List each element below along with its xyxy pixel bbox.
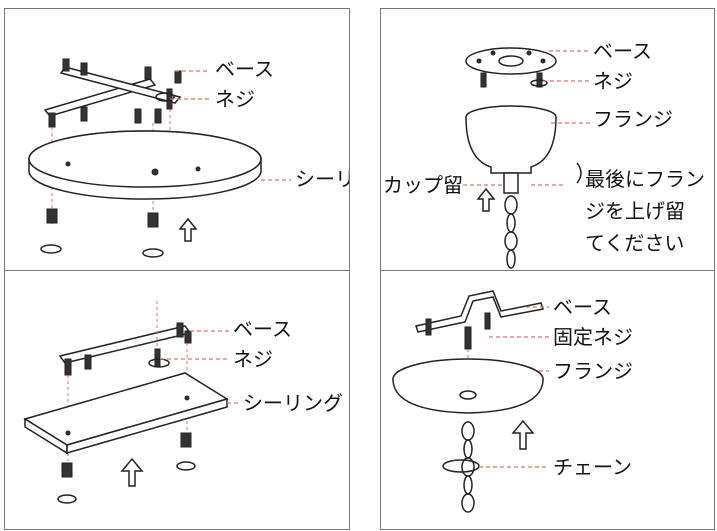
round-ceiling-diagram [28, 58, 291, 258]
flange-label: フランジ [553, 359, 633, 383]
panel-bar-base-rect-ceiling: ベース ネジ シーリング [4, 270, 350, 530]
note-line-2: ジを上げ留 [585, 199, 685, 223]
base-label: ベース [215, 57, 274, 81]
chain-label: チェーン [553, 455, 632, 479]
panel-cross-base-round-ceiling: ベース ネジ シーリング [4, 8, 350, 272]
cup-label: カップ留 [383, 173, 463, 197]
screw-label: ネジ [215, 87, 255, 111]
base-label: ベース [593, 39, 652, 63]
note-line-1: 最後にフラン [585, 167, 705, 191]
hook-flange-diagram [463, 47, 591, 269]
rect-ceiling-diagram [23, 301, 240, 504]
strap-flange-diagram [392, 290, 549, 513]
flange-label: フランジ [593, 107, 673, 131]
screw-label: ネジ [593, 69, 633, 93]
ceiling-label: シーリング [295, 167, 349, 191]
base-label: ベース [553, 295, 612, 319]
ceiling-label: シーリング [243, 391, 343, 415]
panel-hook-flange-cup: ベース ネジ フランジ カップ留 最後にフラン ジを上げ留 てください [380, 8, 715, 272]
panel-strap-base-flange-chain: ベース 固定ネジ フランジ チェーン [380, 270, 715, 530]
fixing-screw-label: 固定ネジ [553, 325, 633, 349]
base-label: ベース [233, 317, 292, 341]
note-line-3: てください [585, 231, 685, 255]
screw-label: ネジ [233, 347, 273, 371]
